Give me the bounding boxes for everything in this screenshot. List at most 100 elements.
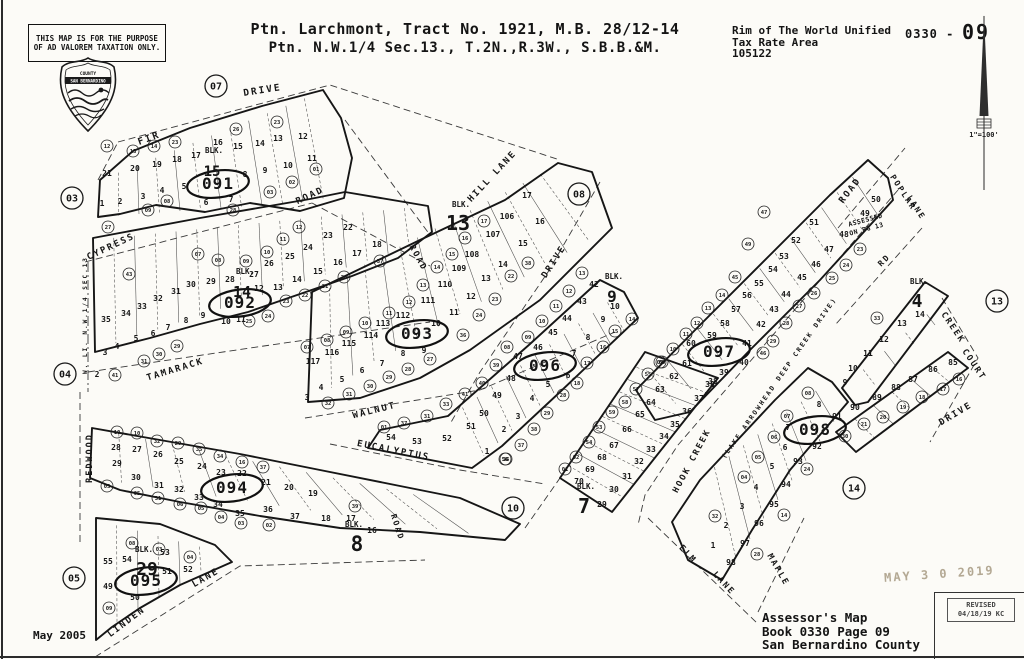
parcel-circle	[300, 340, 314, 354]
parcel-circle-number: 31	[155, 496, 162, 502]
lot-number: 50	[479, 409, 489, 418]
lot-number: 35	[235, 509, 245, 518]
parcel-circle-number: 12	[296, 225, 303, 231]
lot-number: 5	[134, 334, 139, 343]
page-ref-circle	[842, 476, 866, 500]
lot-number: 13	[897, 319, 907, 328]
parcel-circle-number: 01	[313, 167, 320, 173]
parcel-circle	[423, 352, 437, 366]
tax-rate-area-block: Rim of The World Unified Tax Rate Area 1…	[732, 25, 891, 60]
lot-number: 15	[518, 239, 528, 248]
lot-number: 35	[670, 420, 680, 429]
parcel-circle-number: 09	[659, 360, 666, 366]
lot-number: 10	[283, 161, 293, 170]
lot-number: 4	[530, 394, 535, 403]
road-centerline	[117, 84, 561, 161]
parcel-circle	[456, 328, 470, 342]
lot-boundary-line	[884, 351, 896, 366]
lot-number: 37	[694, 394, 704, 403]
lot-number: 110	[438, 280, 453, 289]
lot-number: 62	[669, 372, 679, 381]
lot-number: 31	[622, 472, 632, 481]
parcel-circle-number: 59	[609, 410, 616, 416]
parcel-circle	[298, 288, 312, 302]
parcel-circle	[147, 139, 161, 153]
blk-number: 4	[912, 291, 923, 312]
parcel-circle-number: 05	[198, 506, 205, 512]
blk-label: BLK.	[205, 146, 223, 155]
parcel-circle	[183, 550, 197, 564]
parcel-circle	[309, 162, 323, 176]
lot-boundary-line	[585, 440, 644, 472]
lot-boundary-line	[248, 120, 263, 206]
lot-number: 53	[412, 437, 422, 446]
revised-label: REVISED	[966, 601, 996, 609]
lot-number: 89	[872, 393, 882, 402]
lot-boundary-line	[279, 220, 284, 289]
lot-number: 7	[229, 195, 234, 204]
lot-number: 49	[103, 582, 113, 591]
lot-boundary-line	[651, 374, 676, 404]
parcel-circle	[801, 386, 815, 400]
parcel-circle	[137, 354, 151, 368]
lot-number: 68	[597, 453, 607, 462]
parcel-circle	[320, 333, 334, 347]
parcel-circle-number: 31	[141, 359, 148, 365]
lot-number: 9	[201, 311, 206, 320]
lot-number: 96	[754, 519, 764, 528]
parcel-circle-number: 15	[449, 252, 456, 258]
parcel-circle	[348, 499, 362, 513]
parcel-circle-number: 55	[645, 372, 652, 378]
lot-number: 24	[197, 462, 207, 471]
street-label: WALNUT	[352, 401, 398, 421]
lot-boundary-line	[199, 546, 202, 572]
parcel-circle-number: 03	[156, 547, 163, 553]
lot-number: 46	[811, 260, 821, 269]
parcel-circle	[952, 372, 966, 386]
lot-number: 24	[303, 243, 313, 252]
lot-number: 3	[740, 502, 745, 511]
block-oval-number: 097	[703, 342, 735, 361]
revision-box: REVISED 04/18/19 KC	[934, 592, 1024, 659]
parcel-circle-number: 24	[265, 314, 272, 320]
parcel-circle	[108, 368, 122, 382]
lot-number: 43	[577, 297, 587, 306]
lot-boundary-line	[320, 216, 326, 275]
parcel-circle	[521, 256, 535, 270]
parcel-circle	[401, 362, 415, 376]
page-ref-number: 03	[66, 194, 78, 205]
parcel-circle-number: 09	[525, 335, 532, 341]
street-label: RD	[876, 252, 892, 268]
lot-boundary-line	[304, 98, 324, 201]
parcel-circle-number: 12	[104, 144, 111, 150]
lot-number: 88	[891, 383, 901, 392]
block-outline-097	[635, 159, 894, 421]
parcel-circle-number: 17	[584, 361, 591, 367]
parcel-circle	[285, 175, 299, 189]
lot-number: 23	[323, 231, 333, 240]
parcel-circle	[100, 139, 114, 153]
lot-boundary-line	[469, 210, 504, 290]
lot-boundary-line	[174, 150, 181, 212]
lot-number: 6	[566, 371, 571, 380]
parcel-circle	[535, 314, 549, 328]
parcel-circle	[211, 253, 225, 267]
lot-number: 114	[364, 331, 379, 340]
parcel-circle	[896, 400, 910, 414]
parcel-circle-number: 24	[476, 313, 483, 319]
parcel-circle	[192, 442, 206, 456]
lot-number: 53	[160, 548, 170, 557]
street-label: ELM	[677, 543, 699, 565]
parcel-circle-number: 09	[106, 606, 113, 612]
lot-number: 97	[740, 539, 750, 548]
parcel-circle	[318, 279, 332, 293]
lot-number: 33	[646, 445, 656, 454]
street-label: HOOK CREEK	[671, 427, 713, 495]
street-label: ROAD	[407, 243, 429, 273]
lot-number: 29	[112, 459, 122, 468]
lot-number: 16	[213, 138, 223, 147]
page-ref-number: 04	[59, 370, 71, 381]
block-oval-number: 094	[216, 478, 248, 497]
parcel-circle	[229, 122, 243, 136]
